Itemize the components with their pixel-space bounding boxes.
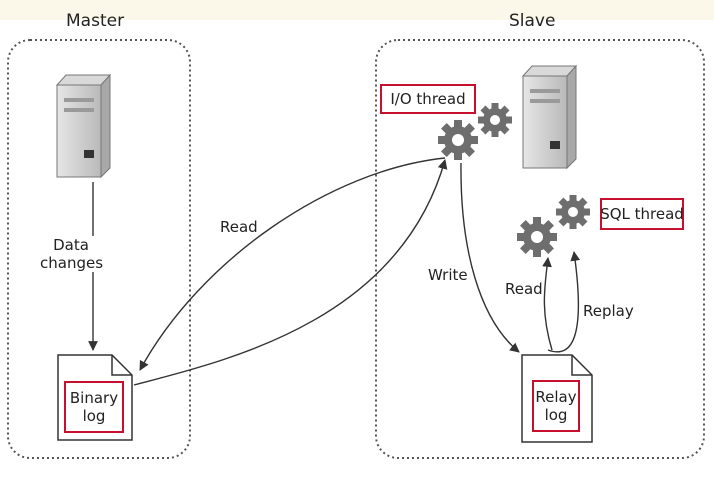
- read-slave-label: Read: [505, 280, 543, 298]
- read-response-arrow: [133, 159, 448, 386]
- master-title: Master: [66, 11, 125, 31]
- read-master-label: Read: [220, 218, 258, 236]
- slave-server-icon: [521, 64, 578, 170]
- top-banner: [0, 0, 714, 20]
- relay-log-label: Relay log: [532, 380, 580, 432]
- data-changes-label: Data changes: [40, 236, 104, 272]
- master-server-icon: [55, 73, 112, 179]
- io-thread-gear-small-icon: [478, 103, 512, 137]
- write-arrow: [460, 162, 520, 353]
- write-label: Write: [428, 266, 468, 284]
- io-thread-gear-large-icon: [438, 120, 478, 160]
- replay-arrow: [547, 251, 581, 353]
- read-slave-arrow: [542, 257, 553, 351]
- read-request-arrow: [139, 157, 446, 371]
- sql-thread-label: SQL thread: [600, 198, 684, 230]
- sql-thread-gear-large-icon: [517, 217, 557, 257]
- replay-label: Replay: [583, 302, 634, 320]
- slave-title: Slave: [509, 11, 556, 31]
- io-thread-label: I/O thread: [380, 84, 476, 114]
- binary-log-label: Binary log: [64, 381, 124, 433]
- sql-thread-gear-small-icon: [556, 195, 590, 229]
